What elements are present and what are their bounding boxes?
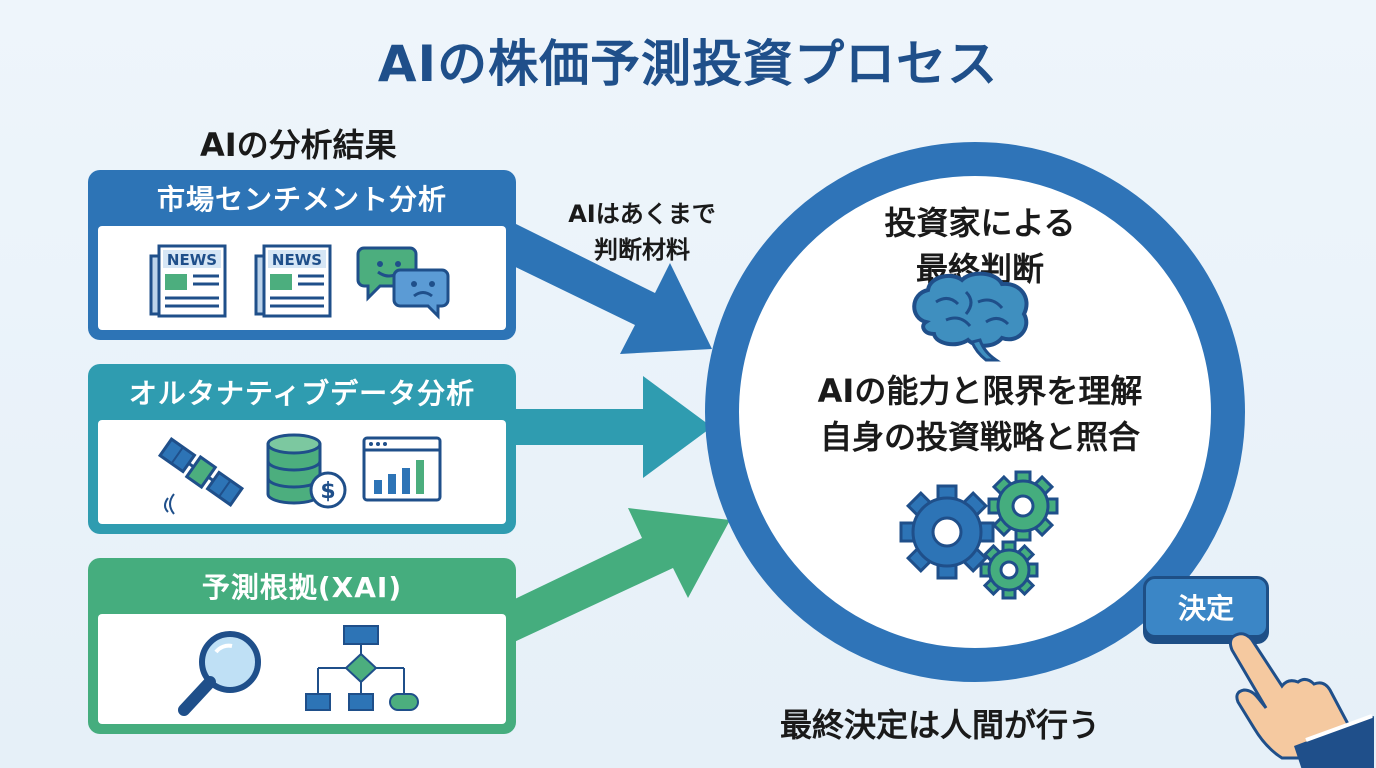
ai-label-line2: 判断材料 (594, 236, 690, 264)
circle-body: AIの能力と限界を理解 自身の投資戦略と照合 (760, 368, 1200, 460)
news-label: NEWS (167, 251, 217, 269)
bar-chart-window-icon (362, 436, 442, 502)
newspaper-icon: NEWS (149, 244, 227, 318)
decision-button[interactable]: 決定 (1143, 576, 1269, 638)
circle-body-line1: AIの能力と限界を理解 (817, 372, 1143, 410)
card-alternative-data: オルタナティブデータ分析 $ (88, 364, 516, 534)
card-xai: 予測根拠(XAI) (88, 558, 516, 734)
card-alternative-data-title: オルタナティブデータ分析 (128, 377, 476, 410)
card-market-sentiment-title: 市場センチメント分析 (156, 183, 447, 216)
brain-icon (912, 271, 1029, 362)
newspaper-icon: NEWS (254, 244, 332, 318)
arrow-xai (498, 508, 730, 643)
card-xai-body (98, 614, 506, 724)
chat-sentiment-icon (356, 246, 450, 320)
page-title: AIの株価予測投資プロセス (377, 35, 999, 93)
satellite-icon (157, 437, 245, 515)
circle-body-line2: 自身の投資戦略と照合 (819, 418, 1140, 456)
arrow-sentiment (497, 222, 712, 354)
final-decision-text: 最終決定は人間が行う (780, 706, 1101, 744)
arrow-alternative (515, 376, 712, 478)
card-market-sentiment-body: NEWS NEWS (98, 226, 506, 330)
pointing-hand-icon (1228, 632, 1374, 768)
card-market-sentiment: 市場センチメント分析 NEWS NEWS (88, 170, 516, 340)
database-dollar-icon: $ (266, 433, 347, 509)
circle-heading-line1: 投資家による (884, 204, 1076, 242)
card-alternative-data-body: $ (98, 420, 506, 524)
section-title-ai-results: AIの分析結果 (200, 126, 397, 164)
ai-label-line1: AIはあくまで (568, 200, 716, 228)
magnifier-icon (178, 631, 261, 716)
flowchart-icon (305, 625, 419, 711)
card-xai-title: 予測根拠(XAI) (201, 571, 403, 604)
dollar-sign: $ (320, 479, 335, 504)
gears-icon (899, 470, 1059, 600)
news-label: NEWS (272, 251, 322, 269)
ai-judgment-label: AIはあくまで 判断材料 (552, 196, 732, 268)
